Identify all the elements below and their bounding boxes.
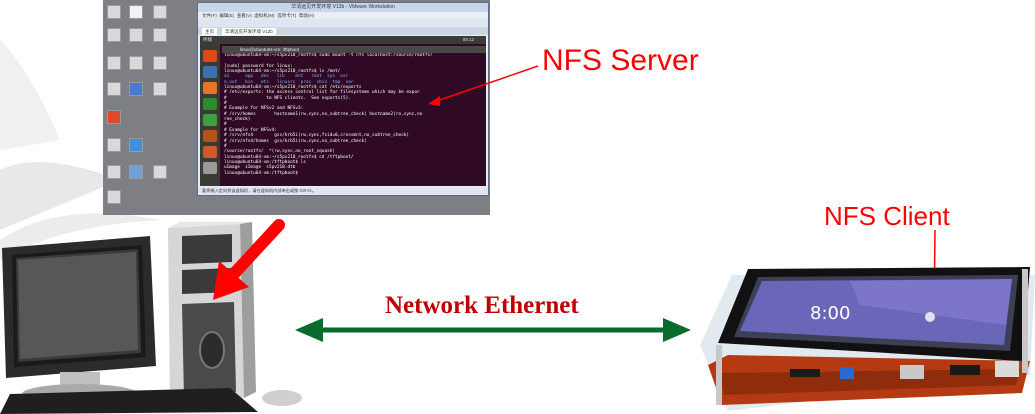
terminal-line: # (224, 143, 227, 149)
double-arrow-icon (295, 318, 691, 342)
nfs-client-label: NFS Client (824, 201, 950, 231)
desktop-icon (153, 28, 167, 42)
office-icon (107, 110, 121, 124)
pointer-arrow-icon (213, 219, 285, 300)
terminal-line: linux@ubuntu64-vm:~/s5pv210_rootfs$ cd /… (224, 154, 354, 160)
terminal-line: [sudo] password for linux: (224, 63, 293, 69)
terminal-line: ree_check) (224, 117, 251, 123)
ubuntu-logo-icon[interactable] (203, 50, 217, 62)
terminal-line: linux@ubuntu64-vm:~/s5pv210_rootfs$ cat … (224, 85, 362, 91)
menu-item[interactable]: 查看(V) (236, 13, 252, 18)
board-clock: 8:00 (810, 303, 850, 324)
nfs-server-label: NFS Server (542, 44, 699, 77)
terminal-line: # to NFS clients. See exports(5). (224, 95, 351, 101)
ubuntu-top-bar: 终端 09:12 (200, 36, 486, 44)
desktop-icon (153, 165, 167, 179)
menu-item[interactable]: 虚拟机(M) (254, 13, 275, 18)
server-screenshot: 华清远见开发环境 V12b - VMware Workstation 文件(F)… (103, 0, 490, 215)
clock-text: 09:12 (462, 37, 474, 42)
desktop-icon (107, 5, 121, 19)
desktop-icon (129, 138, 143, 152)
vmware-window: 华清远见开发环境 V12b - VMware Workstation 文件(F)… (197, 2, 489, 196)
menu-item[interactable]: 编辑(E) (219, 13, 235, 18)
desktop-icon (107, 165, 121, 179)
terminal-line: # /etc/exports: the access control list … (224, 90, 420, 96)
terminal-line: # Example for NFSv4: (224, 127, 277, 133)
vm-tab-bar: 主页 华清远见开发环境 V12b (198, 27, 488, 35)
desktop-icon (129, 165, 143, 179)
menu-item[interactable]: 帮助(H) (298, 13, 315, 18)
desktop-icon (129, 5, 143, 19)
impress-icon[interactable] (203, 130, 217, 142)
ubuntu-screen: 终端 09:12 linux@ubuntu64-vm: /tftpboot li… (200, 36, 486, 186)
firefox-icon[interactable] (203, 82, 217, 94)
desktop-icon (129, 28, 143, 42)
calc-icon[interactable] (203, 114, 217, 126)
embedded-board-icon: 8:00 (700, 267, 1035, 411)
software-center-icon[interactable] (203, 146, 217, 158)
menu-item[interactable]: 文件(F) (202, 13, 217, 18)
desktop-icon (107, 56, 121, 70)
tab-home[interactable]: 主页 (202, 28, 217, 35)
terminal-line: # (224, 122, 227, 128)
desktop-icon (107, 138, 121, 152)
desktop-icon (129, 56, 143, 70)
writer-icon[interactable] (203, 98, 217, 110)
terminal-line: # (224, 101, 227, 107)
terminal-line: # /srv/nfs4/homes gss/krb5i(rw,sync,no_s… (224, 138, 367, 144)
network-label: Network Ethernet (385, 292, 579, 319)
menu-item[interactable]: 选项卡(T) (277, 13, 297, 18)
ubuntu-launcher (200, 44, 220, 186)
vm-status-bar: 要将输入定向到该虚拟机，请在虚拟机内部单击或按 Ctrl+G。 (198, 187, 488, 195)
terminal-line: linux@ubuntu64-vm:~/s5pv210_rootfs$ sudo… (224, 53, 433, 58)
terminal-line: a1 app dev lib mnt root sys usr (224, 74, 349, 80)
pointer-arrow-icon (428, 65, 539, 106)
terminal-line: /source/rootfs/ *(rw,sync,no_root_squash… (224, 149, 336, 155)
terminal-title: linux@ubuntu64-vm: /tftpboot (222, 46, 486, 53)
terminal-line: uImage zImage s5pv210.dtb (224, 165, 296, 171)
ubuntu-topbar-title: 终端 (203, 37, 212, 42)
desktop-icon (153, 56, 167, 70)
vm-menu-bar: 文件(F) 编辑(E) 查看(V) 虚拟机(M) 选项卡(T) 帮助(H) (198, 12, 488, 19)
desktop-icon (107, 190, 121, 204)
vm-window-title: 华清远见开发环境 V12b - VMware Workstation (198, 3, 488, 12)
desktop-icon (107, 82, 121, 96)
terminal-line: # Example for NFSv2 and NFSv3: (224, 106, 304, 112)
terminal-line: a.out bin etc linuxrc proc sbin tmp var (224, 79, 354, 85)
desktop-icon (153, 82, 167, 96)
desktop-icon (153, 5, 167, 19)
terminal-line: linux@ubuntu64-vm:/tftpboot$ ls (224, 159, 306, 165)
tab-vm[interactable]: 华清远见开发环境 V12b (222, 28, 276, 35)
files-icon[interactable] (203, 66, 217, 78)
terminal-output[interactable]: linux@ubuntu64-vm:~/s5pv210_rootfs$ sudo… (222, 53, 486, 181)
settings-icon[interactable] (203, 162, 217, 174)
terminal-line: # /srv/homes hostname1(rw,sync,no_subtre… (224, 111, 423, 117)
vm-toolbar (198, 19, 488, 27)
terminal-line: # /srv/nfs4 gss/krb5i(rw,sync,fsid=0,cro… (224, 133, 410, 139)
desktop-icon (107, 28, 121, 42)
desktop-icon (129, 82, 143, 96)
terminal-line: linux@ubuntu64-vm:~/s5pv210_rootfs$ ls /… (224, 69, 341, 75)
terminal-line: linux@ubuntu64-vm:/tftpboot$ (224, 170, 301, 176)
